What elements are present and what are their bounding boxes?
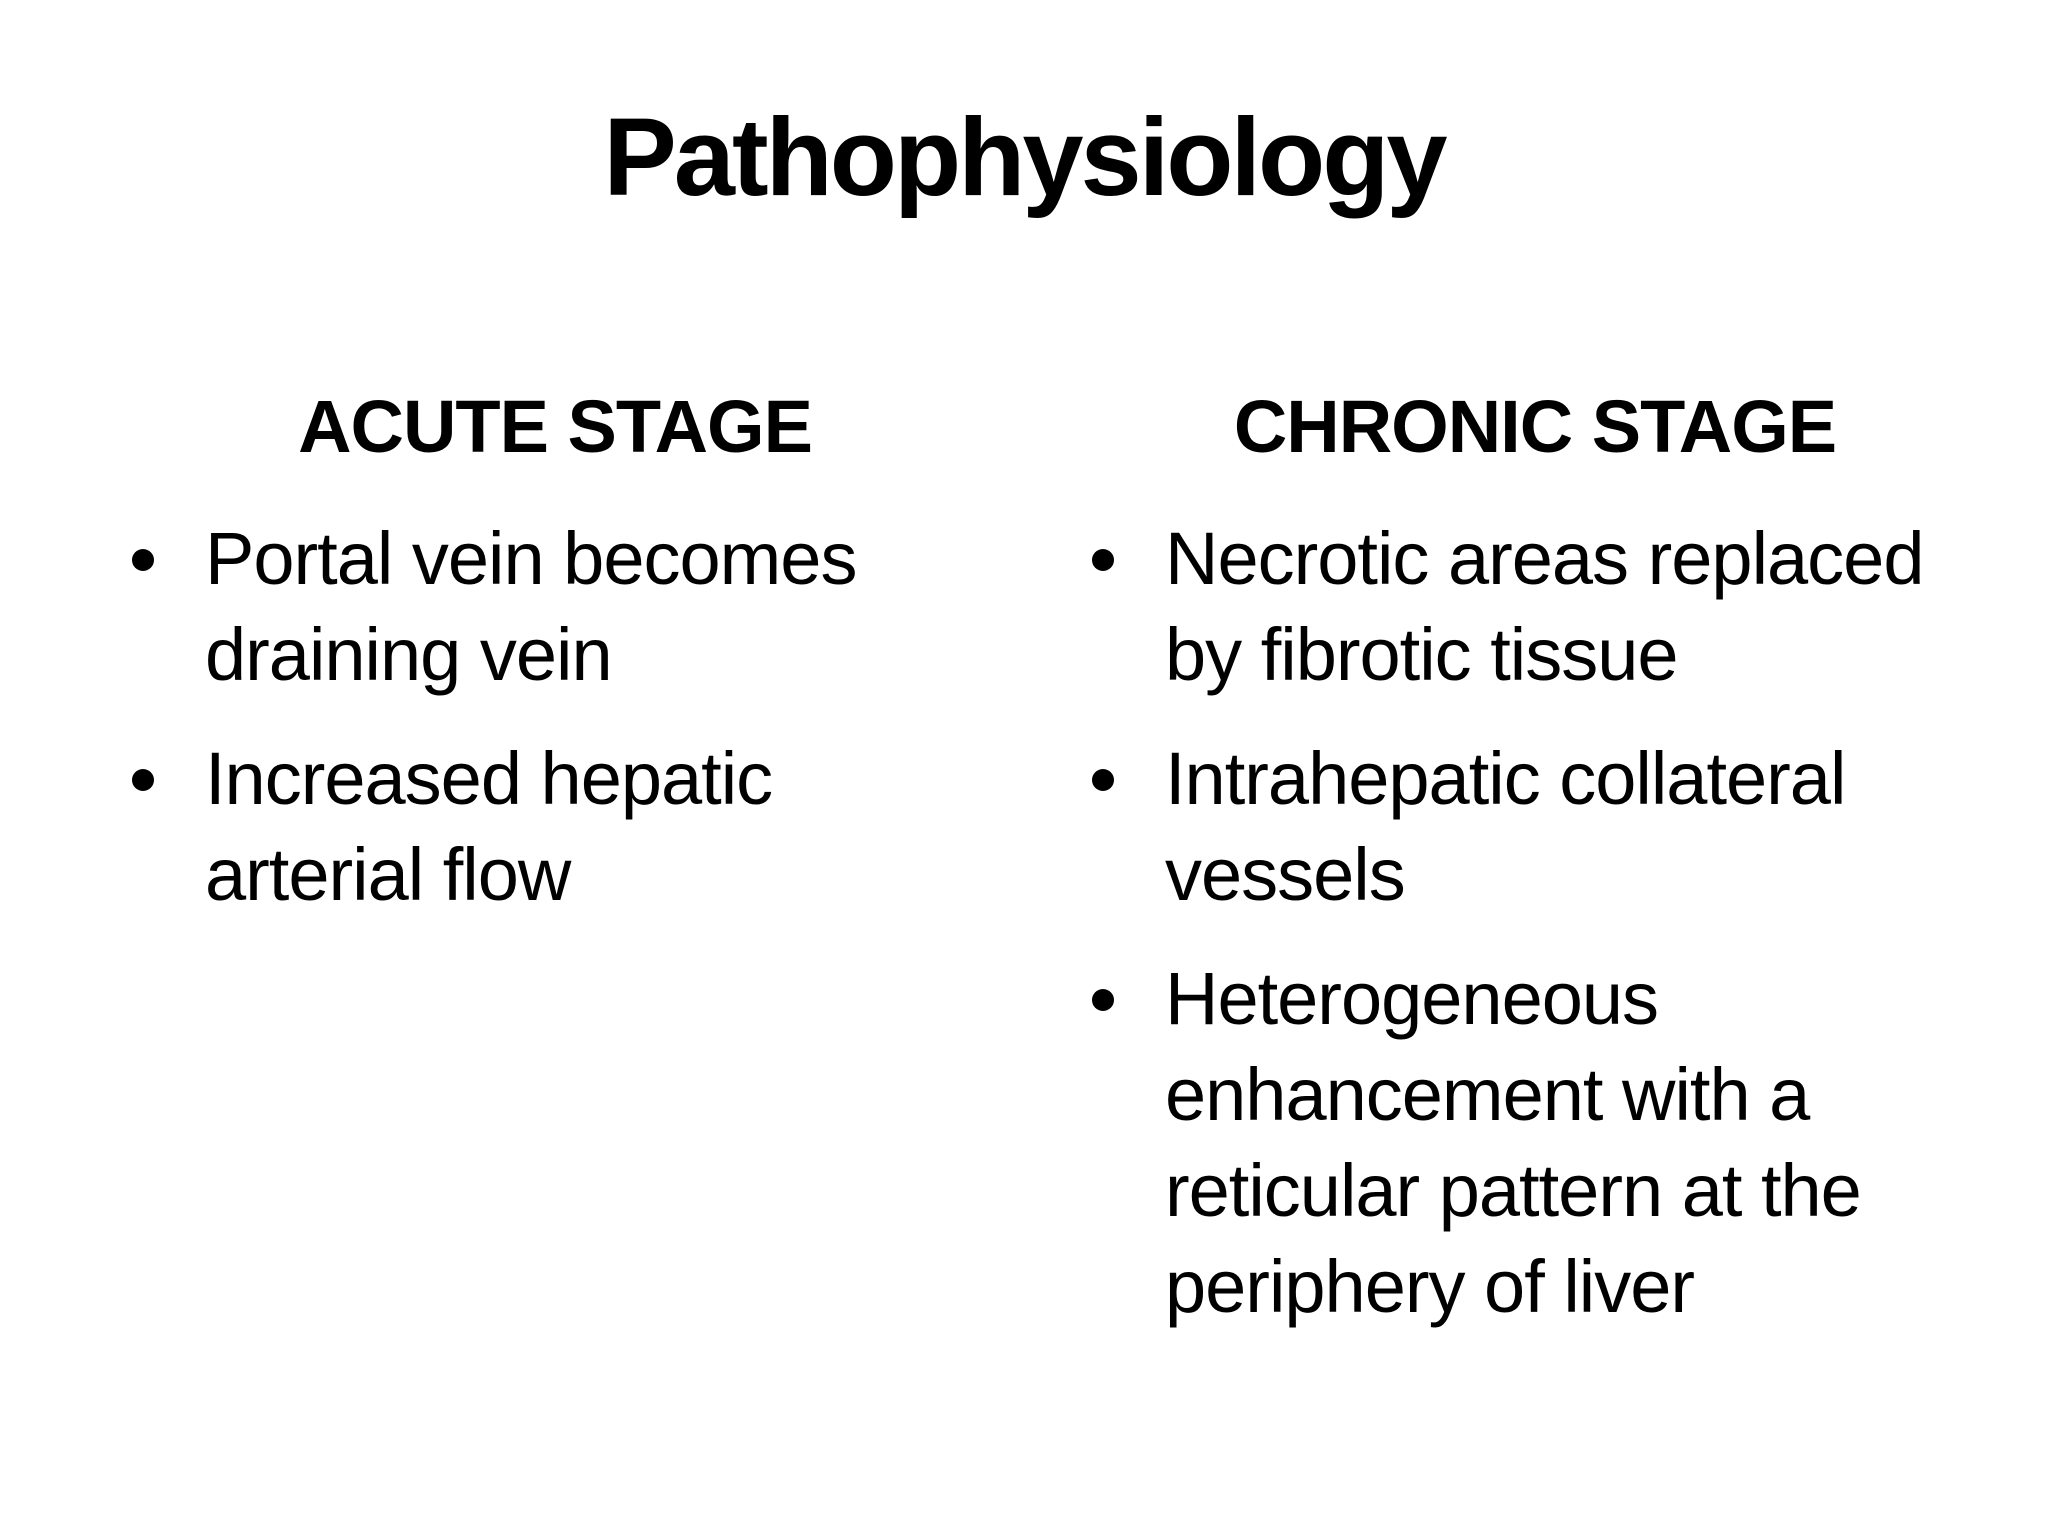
bullet-line: Portal vein becomes [205,517,857,600]
bullet-line: Heterogeneous [1165,957,1659,1040]
bullet-text: Portal vein becomes draining vein [205,511,1010,703]
list-item: Portal vein becomes draining vein [100,511,1010,703]
list-item: Necrotic areas replaced by fibrotic tissu… [1060,511,2010,703]
bullet-line: draining vein [205,613,613,696]
column-header-chronic: CHRONIC STAGE [1233,385,1837,468]
bullet-icon [1060,951,1165,1335]
column-header-acute: ACUTE STAGE [298,385,813,468]
bullet-text: Necrotic areas replaced by fibrotic tissu… [1165,511,2010,703]
bullet-icon [1060,731,1165,923]
bullet-line: reticular pattern at the [1165,1149,1862,1232]
list-item: Heterogeneous enhancement with a reticular… [1060,951,2010,1335]
bullet-text: Intrahepatic collateral vessels [1165,731,2010,923]
bullet-line: enhancement with a [1165,1053,1810,1136]
bullet-line: Necrotic areas replaced [1165,517,1924,600]
bullet-dot-icon [132,769,154,791]
two-column-layout: ACUTE STAGE Portal vein becomes draining … [0,379,2048,1363]
bullet-dot-icon [1092,769,1114,791]
bullet-line: periphery of liver [1165,1245,1695,1328]
bullet-line: vessels [1165,833,1406,916]
column-chronic-stage: CHRONIC STAGE Necrotic areas replaced by … [1060,379,2010,1363]
bullet-line: by fibrotic tissue [1165,613,1679,696]
bullet-text: Heterogeneous enhancement with a reticular… [1165,951,2010,1335]
bullet-dot-icon [132,549,154,571]
slide-title: Pathophysiology [603,96,1447,219]
list-item: Increased hepatic arterial flow [100,731,1010,923]
bullet-icon [100,731,205,923]
bullet-text: Increased hepatic arterial flow [205,731,1010,923]
bullet-list-chronic: Necrotic areas replaced by fibrotic tissu… [1060,511,2010,1335]
bullet-dot-icon [1092,549,1114,571]
bullet-icon [100,511,205,703]
bullet-dot-icon [1092,989,1114,1011]
bullet-icon [1060,511,1165,703]
list-item: Intrahepatic collateral vessels [1060,731,2010,923]
bullet-line: Increased hepatic [205,737,773,820]
bullet-line: Intrahepatic collateral [1165,737,1846,820]
column-acute-stage: ACUTE STAGE Portal vein becomes draining … [100,379,1010,1363]
bullet-line: arterial flow [205,833,571,916]
